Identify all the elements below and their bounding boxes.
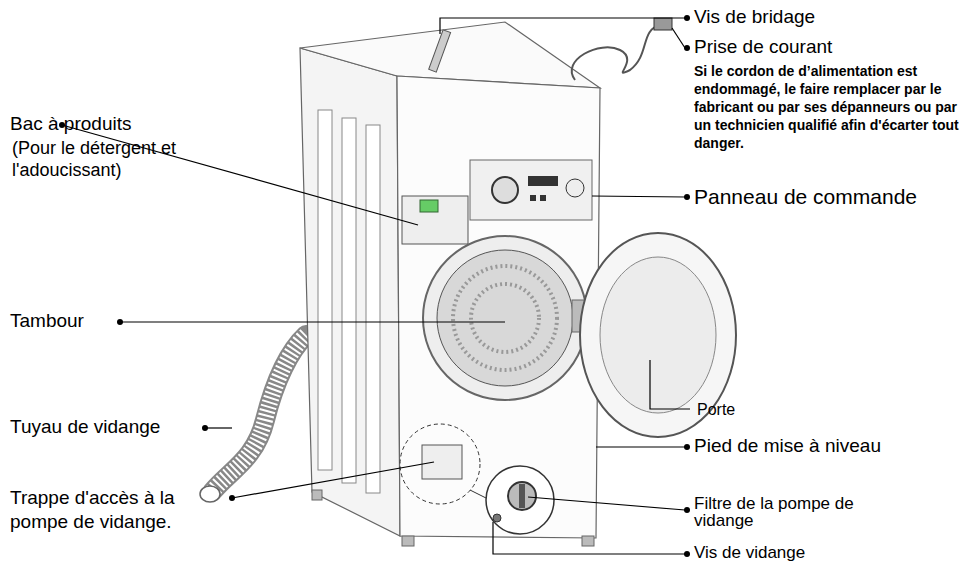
- button: [540, 195, 546, 201]
- part-label: Pied de mise à niveau: [694, 435, 959, 457]
- zoom-detail: [486, 466, 554, 534]
- door-glass: [600, 257, 716, 413]
- safety-note: Si le cordon de d’alimentation est endom…: [694, 62, 959, 152]
- foot: [402, 536, 414, 546]
- part-label: Trappe d'accès à la pompe de vidange.: [10, 486, 235, 534]
- pump-trap: [422, 445, 462, 479]
- drum-holes: [453, 266, 557, 370]
- transit-bolt: [429, 30, 451, 72]
- top-opening: [300, 22, 600, 88]
- foot: [312, 490, 322, 500]
- side-rib: [318, 110, 332, 470]
- part-label: Vis de vidange: [694, 543, 914, 563]
- part-label: Filtre de la pompe de vidange: [694, 495, 884, 529]
- side-rib: [342, 118, 356, 483]
- drawer-insert: [420, 200, 438, 212]
- part-note: (Pour le détergent et l'adoucissant): [12, 137, 182, 181]
- control-panel: [470, 160, 592, 220]
- bullet-dots: [59, 15, 690, 557]
- part-label: Panneau de commande: [694, 185, 959, 209]
- part-label: Vis de bridage: [694, 6, 944, 28]
- power-cord: [572, 25, 660, 80]
- drain-screw: [493, 514, 501, 522]
- door-ring: [423, 236, 587, 400]
- button: [530, 195, 536, 201]
- detergent-drawer: [402, 196, 468, 244]
- drain-hose: [212, 335, 306, 492]
- drum: [437, 250, 573, 386]
- selector-knob: [566, 179, 584, 197]
- zoom-circle: [400, 424, 480, 504]
- foot: [582, 536, 594, 546]
- plug: [654, 18, 672, 30]
- part-label: Tuyau de vidange: [10, 416, 210, 438]
- drum-holes: [471, 284, 539, 352]
- filter-grip: [519, 484, 525, 508]
- part-label: Bac à produits: [10, 113, 210, 135]
- display: [528, 176, 558, 186]
- leader-lines: [62, 18, 690, 554]
- pump-filter: [508, 482, 536, 510]
- side-rib: [366, 125, 380, 493]
- part-label: Prise de courant: [694, 36, 944, 58]
- program-knob: [492, 177, 518, 203]
- side-panel: [300, 48, 400, 536]
- part-label: Tambour: [10, 310, 160, 332]
- hose-ribs: [212, 335, 306, 492]
- hose-end: [200, 486, 220, 502]
- part-label: Porte: [697, 400, 797, 420]
- front-panel: [397, 76, 600, 538]
